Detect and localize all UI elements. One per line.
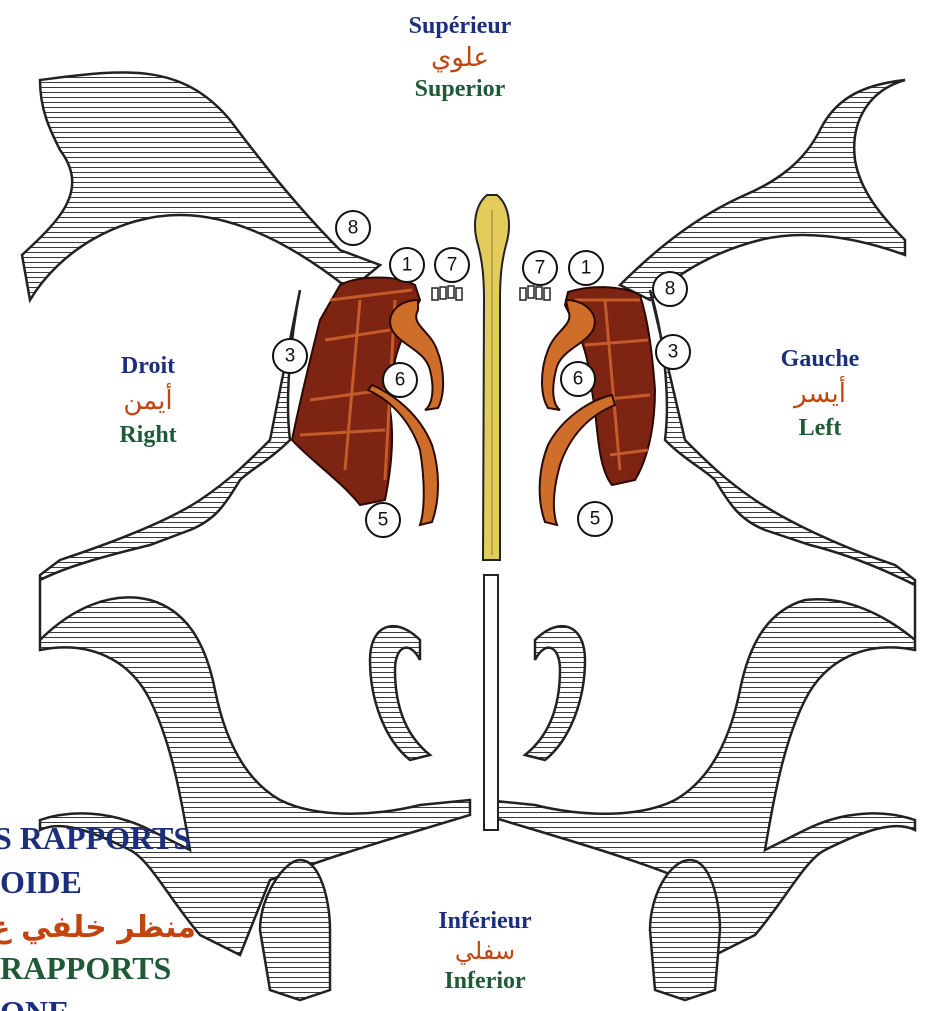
marker-7-right: 7 [523,251,557,285]
right-label-fr: Droit [88,350,208,382]
left-label-group: Gauche أيسر Left [745,343,895,443]
marker-1-right: 1 [569,251,603,285]
svg-text:8: 8 [665,279,676,300]
marker-5-right: 5 [578,502,612,536]
svg-text:5: 5 [590,509,601,530]
right-label-en: Right [88,420,208,450]
left-label-ar: أيسر [745,375,895,413]
right-inferior-turbinate [525,626,585,760]
marker-6-left: 6 [383,363,417,397]
superior-label-fr: Supérieur [370,10,550,42]
svg-text:7: 7 [535,258,546,279]
cribriform-left [432,286,462,300]
svg-text:1: 1 [581,258,592,279]
septum-lower [484,575,498,830]
left-upper-bone [22,72,380,300]
caption-line-4: RAPPORTS [0,950,171,986]
superior-label-en: Superior [370,74,550,104]
svg-text:6: 6 [395,370,406,391]
svg-text:8: 8 [348,218,359,239]
marker-8-right: 8 [653,272,687,306]
svg-text:7: 7 [447,255,458,276]
right-upper-bone [620,80,905,300]
right-label-ar: أيمن [88,382,208,420]
superior-label-group: Supérieur علوي Superior [370,10,550,104]
caption-line-2: OIDE [0,864,82,900]
superior-label-ar: علوي [370,42,550,74]
left-inferior-turbinate [370,626,430,760]
marker-3-right: 3 [656,335,690,369]
inferior-label-fr: Inférieur [410,906,560,936]
svg-text:3: 3 [668,342,679,363]
inferior-label-group: Inférieur سفلي Inferior [410,906,560,996]
right-label-group: Droit أيمن Right [88,350,208,450]
marker-5-left: 5 [366,503,400,537]
marker-6-right: 6 [561,362,595,396]
left-label-fr: Gauche [745,343,895,375]
marker-3-left: 3 [273,339,307,373]
caption-line-3: منظر خلفي ع [0,910,196,946]
svg-text:3: 3 [285,346,296,367]
inferior-label-ar: سفلي [410,936,560,966]
left-label-en: Left [745,413,895,443]
right-tooth [650,860,720,1000]
marker-1-left: 1 [390,248,424,282]
marker-7-left: 7 [435,248,469,282]
marker-8-left: 8 [336,211,370,245]
caption-line-1: S RAPPORTS [0,820,191,856]
svg-text:6: 6 [573,369,584,390]
cribriform-right [520,286,550,300]
svg-text:1: 1 [402,255,413,276]
inferior-label-en: Inferior [410,966,560,996]
svg-text:5: 5 [378,510,389,531]
caption-line-5: ONE [0,994,69,1011]
